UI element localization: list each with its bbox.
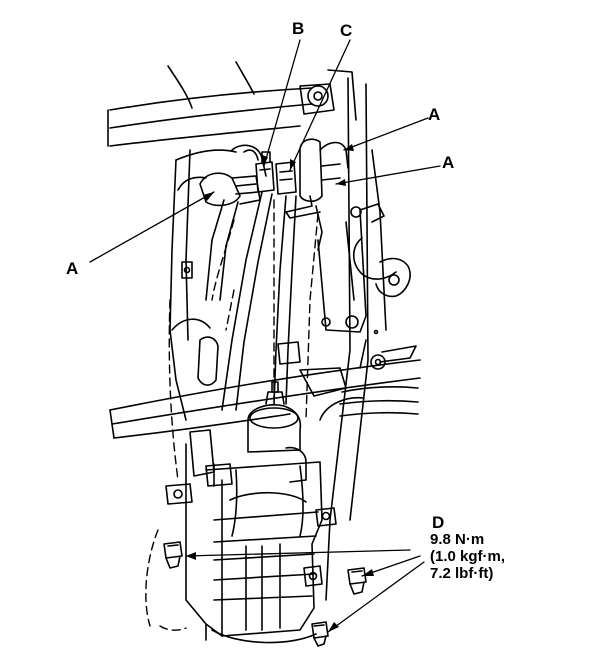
- installation-paths: [146, 200, 318, 630]
- connector-c: [276, 162, 296, 194]
- callout-d: D: [432, 513, 445, 532]
- right-bracket-connector: [354, 238, 410, 334]
- torque-spec-lbfft: 7.2 lbf·ft): [430, 565, 494, 582]
- right-hose-assembly: [286, 139, 348, 250]
- callout-a-top-right: A: [428, 105, 441, 124]
- torque-spec-kgfm: (1.0 kgf·m,: [430, 548, 506, 565]
- callout-b: B: [292, 19, 305, 38]
- torque-spec-nm: 9.8 N·m: [430, 531, 485, 548]
- upper-frame-member: [108, 62, 356, 146]
- bolt-d-right: [348, 568, 366, 594]
- leader-lines: [90, 40, 440, 632]
- vent-tubes: [198, 192, 300, 410]
- connector-b: [256, 152, 274, 192]
- bolt-d-bottom: [312, 622, 328, 646]
- callout-a-right: A: [442, 153, 455, 172]
- bolt-d-left: [164, 542, 182, 568]
- evap-canister: [166, 382, 336, 643]
- callout-a-left: A: [66, 259, 79, 278]
- callout-c: C: [340, 21, 353, 40]
- arrowheads: [186, 144, 374, 632]
- lower-crossmember: [110, 340, 420, 438]
- right-frame-rails: [318, 78, 386, 600]
